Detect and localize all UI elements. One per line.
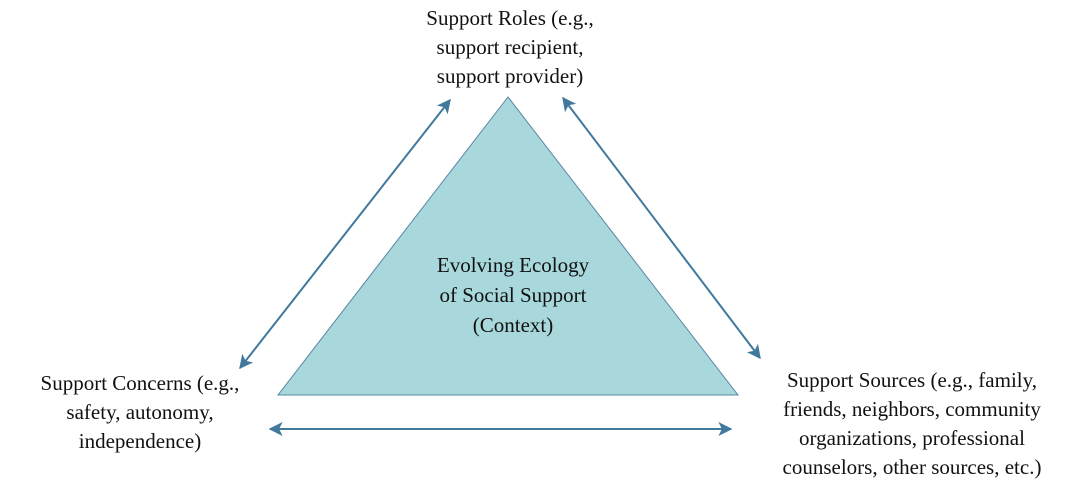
node-support-concerns-line: Support Concerns (e.g., [40, 371, 240, 395]
center-context-line: (Context) [472, 313, 554, 337]
center-context-line: Evolving Ecology [436, 253, 590, 277]
node-support-roles-line: support recipient, [436, 35, 584, 59]
center-context-label: Evolving Ecology of Social Support (Cont… [398, 250, 628, 340]
node-support-sources: Support Sources (e.g., family, friends, … [736, 366, 1088, 482]
node-support-sources-line: organizations, professional [799, 426, 1025, 450]
node-support-roles-line: support provider) [436, 64, 584, 88]
arrow-roles-sources [562, 96, 761, 360]
node-support-roles: Support Roles (e.g., support recipient, … [380, 4, 640, 91]
node-support-concerns-line: independence) [78, 429, 202, 453]
node-support-sources-line: counselors, other sources, etc.) [782, 455, 1042, 479]
node-support-sources-line: friends, neighbors, community [783, 397, 1041, 421]
arrow-concerns-roles [239, 98, 451, 370]
node-support-concerns-line: safety, autonomy, [66, 400, 214, 424]
center-context-line: of Social Support [439, 283, 587, 307]
node-support-concerns: Support Concerns (e.g., safety, autonomy… [0, 369, 280, 456]
node-support-roles-line: Support Roles (e.g., [426, 6, 594, 30]
node-support-sources-line: Support Sources (e.g., family, [786, 368, 1037, 392]
context-triangle [276, 96, 740, 396]
